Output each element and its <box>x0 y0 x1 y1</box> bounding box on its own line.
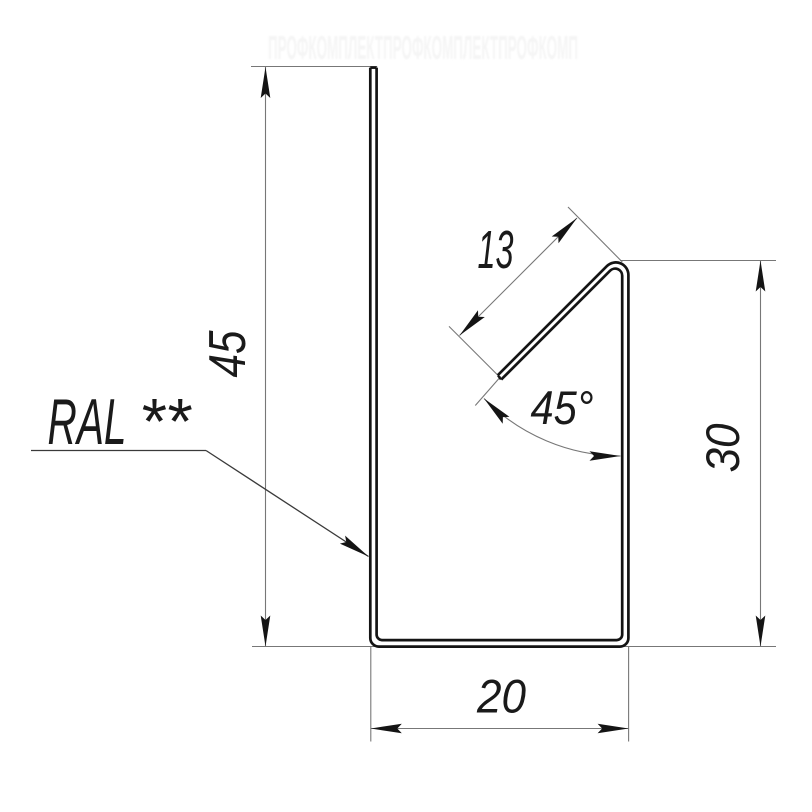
svg-text:45°: 45° <box>531 381 594 434</box>
svg-text:13: 13 <box>478 220 514 280</box>
svg-text:**: ** <box>139 385 193 458</box>
svg-text:30: 30 <box>696 424 749 473</box>
svg-text:45: 45 <box>199 330 257 378</box>
svg-text:20: 20 <box>476 670 526 723</box>
svg-text:ПРОФКОМПЛЕКТПРОФКОМПЛЕКТПРОФКО: ПРОФКОМПЛЕКТПРОФКОМПЛЕКТПРОФКОМП <box>268 29 578 66</box>
svg-text:RAL: RAL <box>48 385 127 458</box>
